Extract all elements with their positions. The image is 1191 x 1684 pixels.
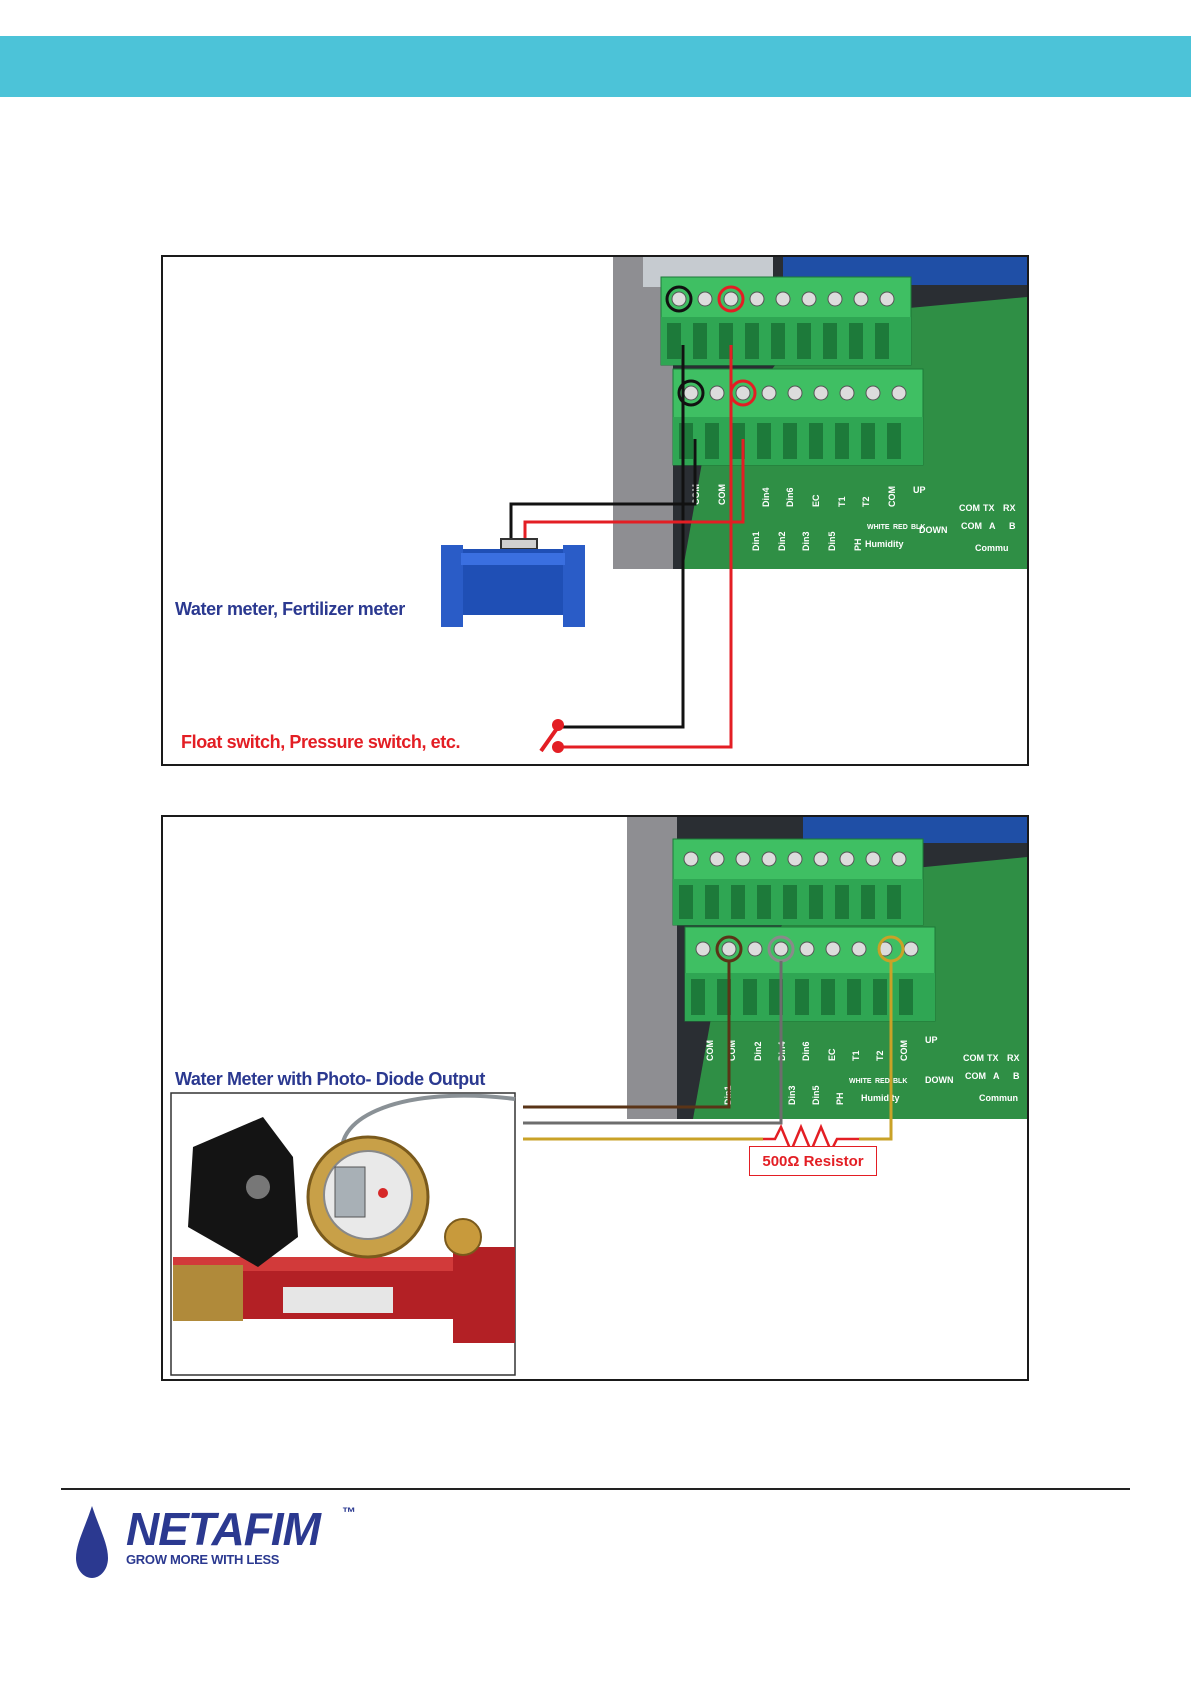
netafim-logo: NETAFIM ™ GROW MORE WITH LESS	[72, 1500, 372, 1582]
silk-label: A	[989, 521, 996, 531]
wire-red-switch	[558, 345, 733, 749]
silk-label: T1	[837, 496, 847, 507]
diagram-1-drawing: COM COM Din4 Din6 EC T1 T2 COM UP DOWN D…	[441, 257, 1027, 753]
silk-label: RX	[1007, 1053, 1020, 1063]
silk-label: DOWN	[919, 525, 948, 535]
silk-label: EC	[811, 494, 821, 507]
silk-label: Humidity	[865, 539, 904, 549]
silk-label: EC	[827, 1048, 837, 1061]
silk-label: COM	[705, 1040, 715, 1061]
silk-label: A	[993, 1071, 1000, 1081]
silk-label: T1	[851, 1050, 861, 1061]
silk-label: TX	[987, 1053, 999, 1063]
silk-label: UP	[913, 485, 926, 495]
silk-label: Din2	[753, 1041, 763, 1061]
silk-label: Humidity	[861, 1093, 900, 1103]
resistor-label: 500Ω Resistor	[749, 1146, 877, 1176]
terminal-highlight-black	[665, 285, 693, 313]
silk-label: BLK	[893, 1078, 907, 1085]
silk-label: Din6	[801, 1041, 811, 1061]
silk-label: COM	[887, 486, 897, 507]
trademark: ™	[342, 1504, 356, 1520]
meter-label: Water meter, Fertilizer meter	[175, 599, 405, 619]
silk-label: T2	[875, 1050, 885, 1061]
silk-label: Din6	[785, 487, 795, 507]
wiring-diagram-photo-diode: COM COM Din2 Din4 Din6 EC T1 T2 COM UP D…	[161, 815, 1029, 1381]
silk-label: COM	[727, 1040, 737, 1061]
silk-label: COM	[963, 1053, 984, 1063]
silk-label: Din5	[811, 1085, 821, 1105]
silk-label: COM	[959, 503, 980, 513]
float-switch-icon	[539, 719, 564, 753]
silk-label: WHITE	[867, 524, 890, 531]
silk-label: Din3	[801, 531, 811, 551]
footer-divider	[61, 1488, 1130, 1490]
silk-label: T2	[861, 496, 871, 507]
silk-label: PH	[835, 1092, 845, 1105]
silk-label: Commun	[979, 1093, 1018, 1103]
resistor-symbol-icon	[763, 1123, 859, 1155]
wire-gray	[523, 961, 783, 1125]
wire-brown	[523, 961, 731, 1109]
silk-label: BLK	[911, 524, 925, 531]
silk-label: Din4	[761, 487, 771, 507]
silk-label: Din1	[751, 531, 761, 551]
silk-label: DOWN	[925, 1075, 954, 1085]
wiring-diagram-dry-contact: COM COM Din4 Din6 EC T1 T2 COM UP DOWN D…	[161, 255, 1029, 766]
silk-label: TX	[983, 503, 995, 513]
silk-label: COM	[961, 521, 982, 531]
wire-red-meter	[523, 439, 745, 543]
photo-diode-water-meter-icon	[173, 1093, 516, 1343]
silk-label: WHITE	[849, 1078, 872, 1085]
terminal-highlight-red	[717, 285, 745, 313]
silk-label: Din3	[787, 1085, 797, 1105]
silk-label: COM	[899, 1040, 909, 1061]
figure2-title: Water Meter with Photo- Diode Output	[175, 1069, 485, 1089]
switch-label: Float switch, Pressure switch, etc.	[181, 732, 461, 752]
wire-yellow-right	[859, 961, 893, 1141]
water-meter-icon	[441, 538, 585, 627]
silk-label: COM	[965, 1071, 986, 1081]
silk-label: RED	[893, 524, 908, 531]
silk-label: Din5	[827, 531, 837, 551]
water-drop-icon	[76, 1506, 108, 1578]
silk-label: UP	[925, 1035, 938, 1045]
diagram-2-drawing: COM COM Din2 Din4 Din6 EC T1 T2 COM UP D…	[170, 817, 1027, 1376]
silk-label: B	[1009, 521, 1016, 531]
brand-name: NETAFIM	[126, 1503, 321, 1555]
wire-black-meter	[509, 439, 697, 543]
silk-label: B	[1013, 1071, 1020, 1081]
brand-tagline: GROW MORE WITH LESS	[126, 1552, 280, 1567]
terminal-highlight-black	[677, 379, 705, 407]
silk-label: COM	[717, 484, 727, 505]
silk-label: RX	[1003, 503, 1016, 513]
silk-label: RED	[875, 1078, 890, 1085]
silk-label: PH	[853, 538, 863, 551]
wire-black-switch	[558, 345, 685, 729]
silk-label: Din2	[777, 531, 787, 551]
header-bar	[0, 36, 1191, 97]
silk-label: Commu	[975, 543, 1009, 553]
